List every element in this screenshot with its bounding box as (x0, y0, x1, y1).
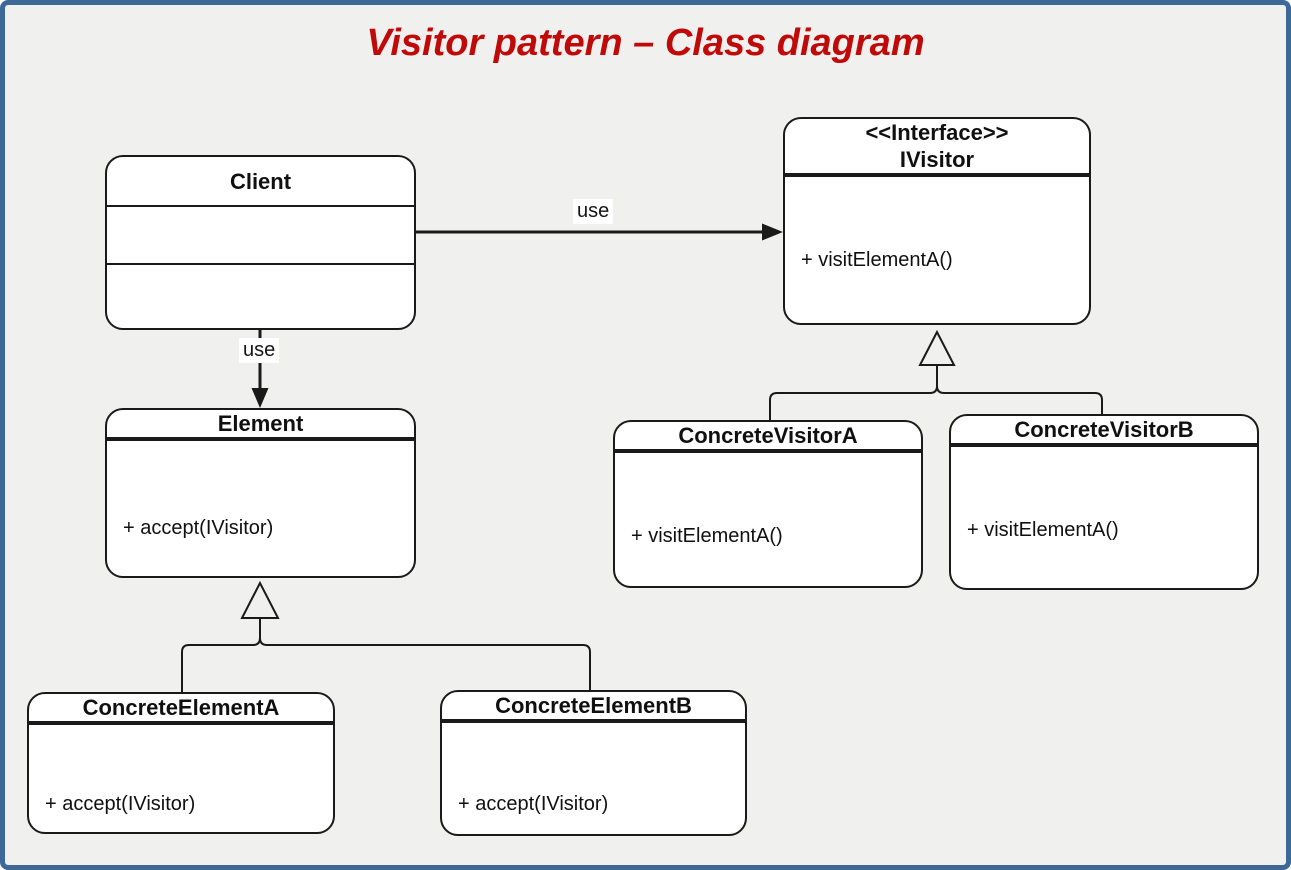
edge-visitors-implement-ivisitor (769, 329, 1103, 420)
method-line: + accept(IVisitor) (45, 793, 196, 815)
method-line: + accept(IVisitor) (123, 517, 274, 539)
class-concrete-visitor-a-attributes (615, 451, 921, 453)
class-concrete-element-b-attributes (442, 721, 745, 723)
class-client: Client (105, 155, 416, 330)
class-ivisitor: <<Interface>> IVisitor + visitElementA()… (783, 117, 1091, 325)
triangle-hollow-icon (918, 329, 956, 366)
class-element-name: Element (107, 410, 414, 439)
class-concrete-element-b-name: ConcreteElementB (442, 692, 745, 721)
arrowhead-down-icon (251, 388, 269, 408)
class-concrete-visitor-a-methods: + visitElementA() + visitElementB() (615, 453, 921, 586)
class-client-name: Client (107, 157, 414, 207)
class-concrete-element-b-methods: + accept(IVisitor) (442, 723, 745, 834)
class-element-attributes (107, 439, 414, 441)
class-concrete-visitor-a: ConcreteVisitorA + visitElementA() + vis… (613, 420, 923, 588)
class-ivisitor-attributes (785, 175, 1089, 177)
class-element: Element + accept(IVisitor) (105, 408, 416, 578)
arrowhead-right-icon (762, 223, 783, 241)
class-concrete-element-a-methods: + accept(IVisitor) (29, 725, 333, 832)
class-concrete-visitor-b-attributes (951, 445, 1257, 447)
edge-elements-inherit-element (181, 580, 591, 692)
class-element-methods: + accept(IVisitor) (107, 441, 414, 576)
method-line: + visitElementA() (801, 249, 953, 271)
use-label-vertical: use (239, 338, 280, 363)
class-ivisitor-stereotype: <<Interface>> (865, 120, 1009, 145)
class-concrete-element-a-attributes (29, 723, 333, 725)
triangle-hollow-icon (240, 580, 280, 619)
class-ivisitor-title: IVisitor (899, 147, 975, 172)
class-ivisitor-methods: + visitElementA() + visitElementB() (785, 177, 1089, 323)
edge-client-uses-ivisitor (416, 223, 783, 241)
class-concrete-element-b: ConcreteElementB + accept(IVisitor) (440, 690, 747, 836)
use-label-horizontal: use (573, 199, 614, 224)
class-client-methods (107, 265, 414, 328)
diagram-title: Visitor pattern – Class diagram (366, 22, 925, 64)
class-concrete-element-a: ConcreteElementA + accept(IVisitor) (27, 692, 335, 834)
class-concrete-visitor-a-name: ConcreteVisitorA (615, 422, 921, 451)
class-client-attributes (107, 207, 414, 265)
method-line: + accept(IVisitor) (458, 793, 609, 815)
method-line: + visitElementA() (967, 519, 1119, 541)
class-concrete-element-a-name: ConcreteElementA (29, 694, 333, 723)
class-concrete-visitor-b-methods: + visitElementA() + visitElementB() (951, 447, 1257, 588)
class-ivisitor-name: <<Interface>> IVisitor (785, 119, 1089, 175)
class-concrete-visitor-b-name: ConcreteVisitorB (951, 416, 1257, 445)
class-concrete-visitor-b: ConcreteVisitorB + visitElementA() + vis… (949, 414, 1259, 590)
method-line: + visitElementA() (631, 525, 783, 547)
